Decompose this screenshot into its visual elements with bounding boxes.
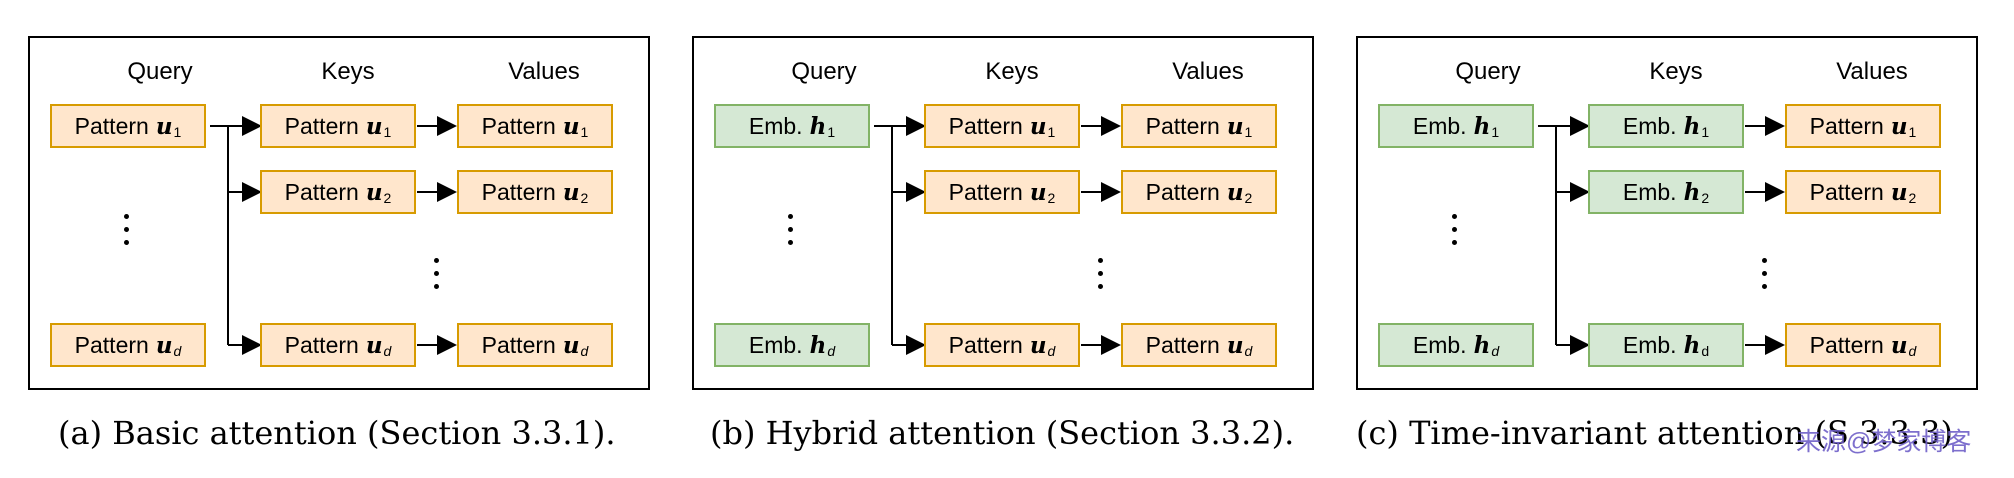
header-values: Values [1836,58,1908,85]
header-keys: Keys [321,58,375,85]
caption-b: (b) Hybrid attention (Section 3.3.2). [710,414,1295,452]
header-keys: Keys [985,58,1039,85]
header-keys: Keys [1649,58,1703,85]
connector-arrows [210,116,457,355]
kv-ellipsis [1760,254,1770,294]
header-query: Query [127,58,193,85]
watermark: 来源@梦家博客 [1796,428,1972,456]
query-ellipsis [122,210,132,250]
caption-c: (c) Time-invariant attention (S 3.3.3) [1356,414,1953,452]
caption-a: (a) Basic attention (Section 3.3.1). [58,414,616,452]
kv-ellipsis [432,254,442,294]
header-query: Query [1455,58,1521,85]
query-ellipsis [1450,210,1460,250]
kv-ellipsis [1096,254,1106,294]
header-values: Values [508,58,580,85]
connector-arrows [874,116,1121,355]
header-query: Query [791,58,857,85]
header-values: Values [1172,58,1244,85]
connector-arrows [1538,116,1785,355]
query-ellipsis [786,210,796,250]
